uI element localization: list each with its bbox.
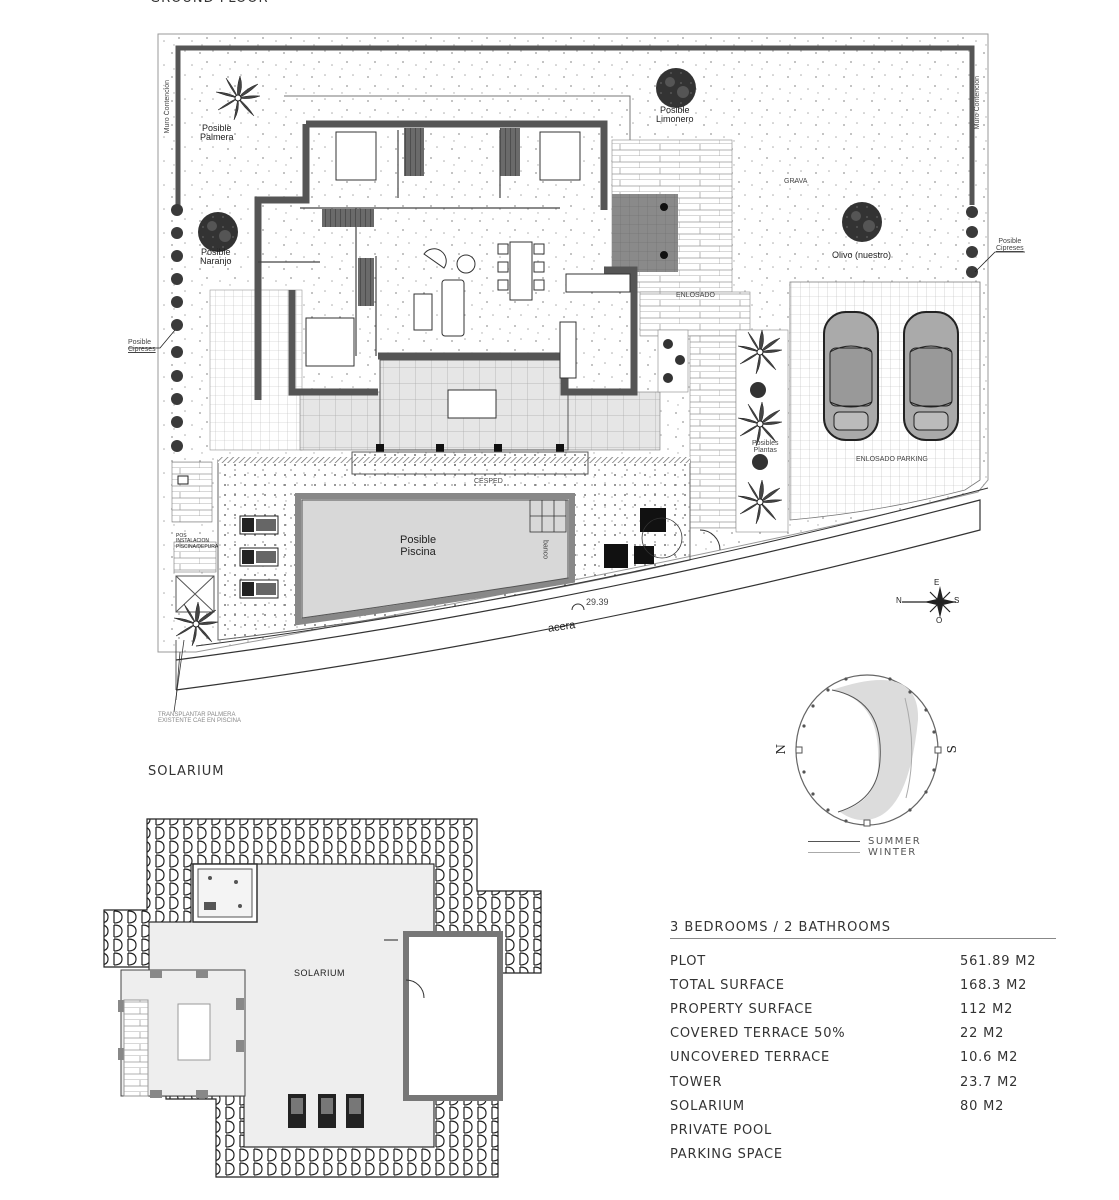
sun-chart-legend: SUMMER WINTER bbox=[808, 836, 921, 858]
sun-chart-south: S bbox=[944, 745, 959, 754]
spec-row: COVERED TERRACE 50%22 M2 bbox=[670, 1026, 1005, 1042]
plants-label: Posibles Plantas bbox=[752, 440, 779, 455]
bench-label: banco bbox=[541, 540, 549, 560]
spec-row: PARKING SPACE bbox=[670, 1147, 783, 1163]
pool-label: Posible Piscina bbox=[400, 534, 437, 558]
specs-title: 3 BEDROOMS / 2 BATHROOMS bbox=[670, 920, 1056, 939]
compass-east: E bbox=[934, 578, 940, 587]
compass-south: S bbox=[954, 596, 960, 605]
solarium-plan bbox=[103, 818, 542, 1178]
compass-west: O bbox=[936, 616, 943, 625]
paving-label: ENLOSADO bbox=[676, 292, 715, 299]
spec-row: PRIVATE POOL bbox=[670, 1122, 773, 1138]
gravel-label: GRAVA bbox=[784, 178, 808, 185]
legend-winter: WINTER bbox=[808, 847, 921, 858]
legend-summer: SUMMER bbox=[808, 836, 921, 847]
level-label: 29.39 bbox=[586, 597, 609, 607]
ground-floor-heading: GROUND FLOOR bbox=[150, 0, 268, 6]
palm-note: TRANSPLANTAR PALMERA EXISTENTE CAE EN PI… bbox=[158, 712, 242, 725]
cypress-label-left: Posible Cipreses bbox=[128, 339, 156, 354]
compass-rose-icon bbox=[902, 586, 956, 618]
sun-chart-icon bbox=[795, 674, 942, 827]
lemon-tree-label: Posible Limonero bbox=[656, 105, 694, 125]
retaining-wall-label-right: Muro Contención bbox=[974, 76, 981, 130]
orange-tree-label: Posible Naranjo bbox=[200, 247, 232, 267]
pool-install-label: POS INSTALACION PISCINA/DEPURA bbox=[176, 533, 219, 550]
parking-label: ENLOSADO PARKING bbox=[856, 456, 928, 463]
sun-chart-north: N bbox=[773, 744, 788, 755]
winter-line-icon bbox=[808, 851, 860, 853]
summer-line-icon bbox=[808, 840, 860, 842]
cypress-label-right: Posible Cipreses bbox=[996, 238, 1024, 253]
lawn-label: CESPED bbox=[474, 478, 503, 485]
palm-label: Posible Palmera bbox=[200, 123, 234, 143]
olive-tree-label: Olivo (nuestro) bbox=[832, 250, 892, 260]
solarium-room-label: SOLARIUM bbox=[294, 968, 346, 978]
compass-north: N bbox=[896, 596, 902, 605]
solarium-heading: SOLARIUM bbox=[148, 764, 225, 779]
retaining-wall-label-left: Muro Contención bbox=[164, 80, 171, 134]
